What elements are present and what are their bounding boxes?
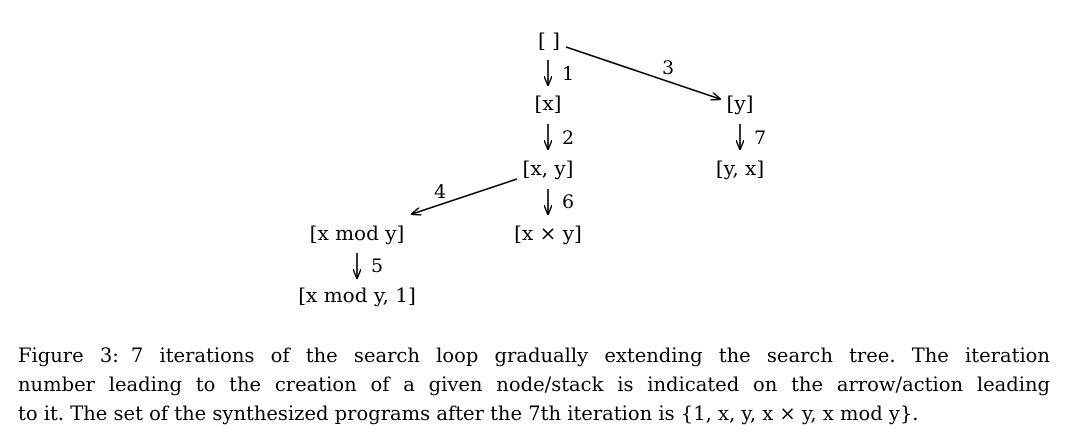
node-x-times-y: [x × y] xyxy=(514,221,582,245)
edge-label-7: 7 xyxy=(754,127,766,149)
edge-label-3: 3 xyxy=(662,57,674,79)
node-x-y: [x, y] xyxy=(523,156,574,180)
node-x-mod-y-1: [x mod y, 1] xyxy=(298,283,416,307)
node-y-x: [y, x] xyxy=(716,156,764,180)
caption-line-2: number leading to the creation of a give… xyxy=(18,373,1050,396)
edge-label-6: 6 xyxy=(562,191,574,213)
node-y: [y] xyxy=(727,91,754,115)
caption-line-3: to it. The set of the synthesized progra… xyxy=(18,402,919,425)
edge-label-1: 1 xyxy=(562,63,574,85)
search-tree-diagram: [ ] [x] [x, y] [x mod y] [x mod y, 1] [x… xyxy=(298,28,766,307)
node-root: [ ] xyxy=(538,28,560,52)
node-x: [x] xyxy=(535,91,562,115)
edge-arrow-4 xyxy=(412,178,518,214)
edge-label-2: 2 xyxy=(562,127,574,149)
edge-label-4: 4 xyxy=(434,181,446,203)
figure-caption: Figure 3: 7 iterations of the search loop… xyxy=(18,341,1050,428)
figure-label: Figure 3: xyxy=(18,344,119,367)
node-x-mod-y: [x mod y] xyxy=(310,221,405,245)
caption-line-1: Figure 3: 7 iterations of the search loop… xyxy=(18,341,1050,370)
edge-arrow-3 xyxy=(565,46,720,99)
caption-text-1: 7 iterations of the search loop graduall… xyxy=(130,344,1050,367)
edge-label-5: 5 xyxy=(371,255,383,277)
